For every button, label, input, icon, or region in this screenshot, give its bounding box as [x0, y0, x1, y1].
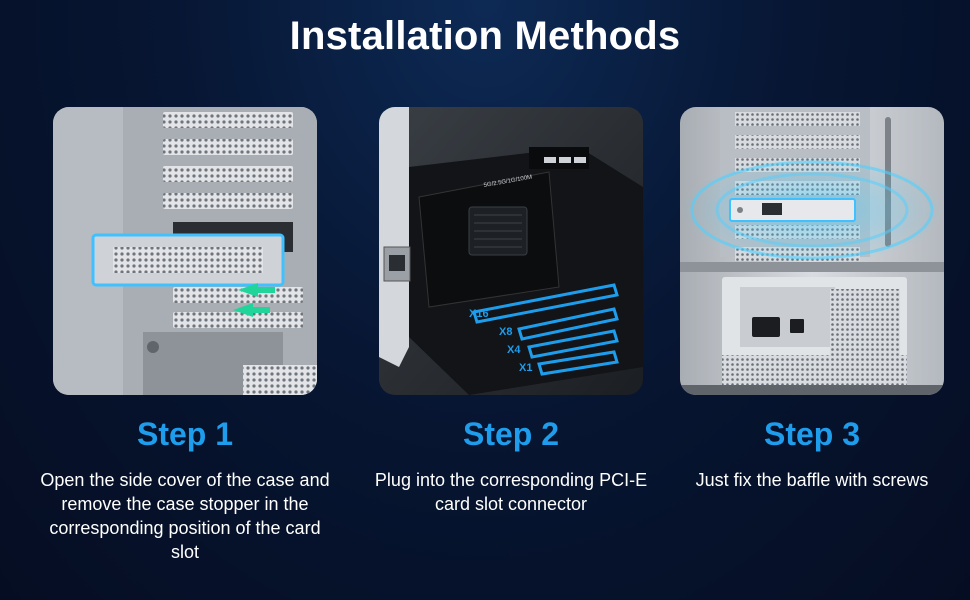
step-3-title: Step 3 [763, 416, 861, 452]
step-2-image: 5G/2.5G/1G/100M X16 X8 X4 X1 [379, 107, 643, 395]
step-2-title: Step 2 [462, 416, 560, 452]
step-3-image [680, 107, 944, 395]
step-1-description: Open the side cover of the case and remo… [40, 470, 330, 562]
slot-label-x1: X1 [519, 362, 532, 374]
step-2-description: Plug into the corresponding PCI-E card s… [374, 470, 648, 514]
slot-label-x16: X16 [469, 308, 489, 320]
step-3-description: Just fix the baffle with screws [695, 470, 929, 490]
page-title: Installation Methods [289, 14, 681, 58]
slot-label-x8: X8 [499, 326, 512, 338]
slot-label-x4: X4 [507, 344, 521, 356]
step-1-image [53, 107, 317, 395]
step-1-title: Step 1 [136, 416, 234, 452]
